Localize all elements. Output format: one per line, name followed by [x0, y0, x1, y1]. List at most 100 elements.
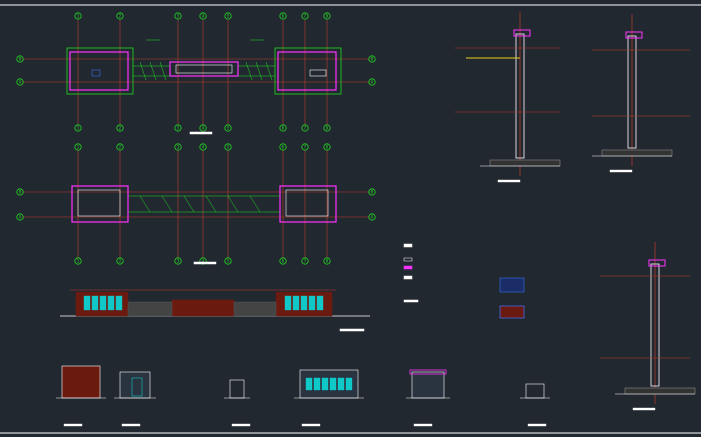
grid-bubble-top: [174, 12, 182, 20]
grid-bubble-label: 4: [202, 145, 205, 150]
grid-bubble-bottom: [301, 257, 309, 265]
grid-bubble-label: 1: [77, 14, 80, 19]
grid-bubble-bottom: [116, 124, 124, 132]
elevation-window-panel: [292, 295, 300, 311]
grid-bubble-label: 3: [177, 14, 180, 19]
grid-bubble-top: [279, 143, 287, 151]
grid-bubble-top: [116, 143, 124, 151]
detail-window-panel: [345, 377, 353, 391]
grid-bubble-label: 7: [304, 145, 307, 150]
elevation-window-panel: [107, 295, 115, 311]
section-a-wall: [515, 33, 525, 159]
grid-bubble-label: 4: [202, 126, 205, 131]
grid-bubble-top: [74, 143, 82, 151]
grid-bubble-bottom: [74, 257, 82, 265]
plan-title-bar: [193, 261, 217, 265]
legend-swatch: [403, 265, 413, 270]
elevation-window-panel: [308, 295, 316, 311]
detail-mini-section-title: [527, 423, 547, 427]
grid-bubble-left: [16, 213, 24, 221]
grid-bubble-label: 4: [202, 259, 205, 264]
grid-bubble-label: 3: [177, 145, 180, 150]
grid-bubble-top: [301, 12, 309, 20]
brace-line: [205, 195, 217, 213]
detail-window-panel: [337, 377, 345, 391]
brace-line: [265, 61, 273, 81]
grid-bubble-label: 8: [326, 126, 329, 131]
section-a-footing: [489, 159, 561, 167]
grid-bubble-bottom: [174, 257, 182, 265]
material-brick-sample: [499, 305, 525, 319]
grid-bubble-label: B: [19, 190, 22, 195]
grid-bubble-bottom: [224, 124, 232, 132]
detail-window-panel: [305, 377, 313, 391]
section-b-title: [609, 169, 633, 173]
grid-bubble-label: 5: [227, 126, 230, 131]
legend-swatch: [403, 257, 413, 262]
grid-bubble-label: 1: [77, 259, 80, 264]
canopy-outer: [169, 61, 239, 77]
grid-bubble-right: [368, 188, 376, 196]
grid-bubble-top: [323, 143, 331, 151]
brace-line: [255, 61, 263, 81]
grid-bubble-label: 5: [227, 259, 230, 264]
grid-bubble-label: 2: [119, 259, 122, 264]
brace-line: [227, 195, 239, 213]
guardhouse-left-room: [77, 189, 121, 217]
detail-entry-canopy: [409, 369, 447, 375]
section-c-wall: [650, 263, 660, 387]
grid-bubble-label: B: [371, 57, 374, 62]
elevation-fence-left: [127, 301, 173, 317]
detail-window-elevation-title: [301, 423, 321, 427]
section-c-parapet: [648, 259, 666, 267]
grid-bubble-label: 6: [282, 145, 285, 150]
guardhouse-left-outline: [66, 47, 134, 95]
guardhouse-right-room: [285, 189, 329, 217]
grid-bubble-label: 2: [119, 145, 122, 150]
grid-bubble-label: B: [19, 57, 22, 62]
detail-door-elevation: [119, 371, 151, 399]
guardhouse-right-wall: [277, 51, 337, 91]
grid-bubble-top: [174, 143, 182, 151]
grid-bubble-label: 5: [227, 145, 230, 150]
grid-bubble-label: 1: [77, 126, 80, 131]
grid-bubble-right: [368, 55, 376, 63]
grid-bubble-label: 3: [177, 126, 180, 131]
guardhouse-right-outline: [274, 47, 342, 95]
detail-side-elevation: [61, 365, 101, 399]
grid-bubble-label: 2: [119, 14, 122, 19]
grid-bubble-bottom: [74, 124, 82, 132]
grid-bubble-top: [323, 12, 331, 20]
elevation-window-panel: [83, 295, 91, 311]
grid-bubble-top: [301, 143, 309, 151]
grid-bubble-label: 6: [282, 126, 285, 131]
grid-bubble-bottom: [174, 124, 182, 132]
grid-bubble-label: 6: [282, 259, 285, 264]
room-furniture: [91, 69, 101, 77]
section-b-wall: [627, 35, 637, 149]
section-b-parapet: [625, 31, 643, 39]
legend-swatch: [403, 299, 419, 303]
brace-line: [183, 195, 195, 213]
elevation-window-panel: [115, 295, 123, 311]
elevation-window-panel: [284, 295, 292, 311]
grid-bubble-label: A: [371, 215, 374, 220]
grid-bubble-label: A: [19, 215, 22, 220]
detail-window-panel: [313, 377, 321, 391]
grid-bubble-label: 7: [304, 14, 307, 19]
brace-line: [161, 195, 173, 213]
detail-window-panel: [321, 377, 329, 391]
grid-bubble-left: [16, 78, 24, 86]
grid-bubble-bottom: [323, 257, 331, 265]
grid-bubble-top: [116, 12, 124, 20]
brace-line: [139, 61, 147, 81]
grid-bubble-bottom: [323, 124, 331, 132]
grid-bubble-label: 2: [119, 126, 122, 131]
legend-swatch: [403, 275, 413, 280]
room-furniture: [309, 69, 327, 77]
elevation-window-panel: [91, 295, 99, 311]
material-hatch-sample: [499, 277, 525, 293]
grid-bubble-top: [199, 12, 207, 20]
